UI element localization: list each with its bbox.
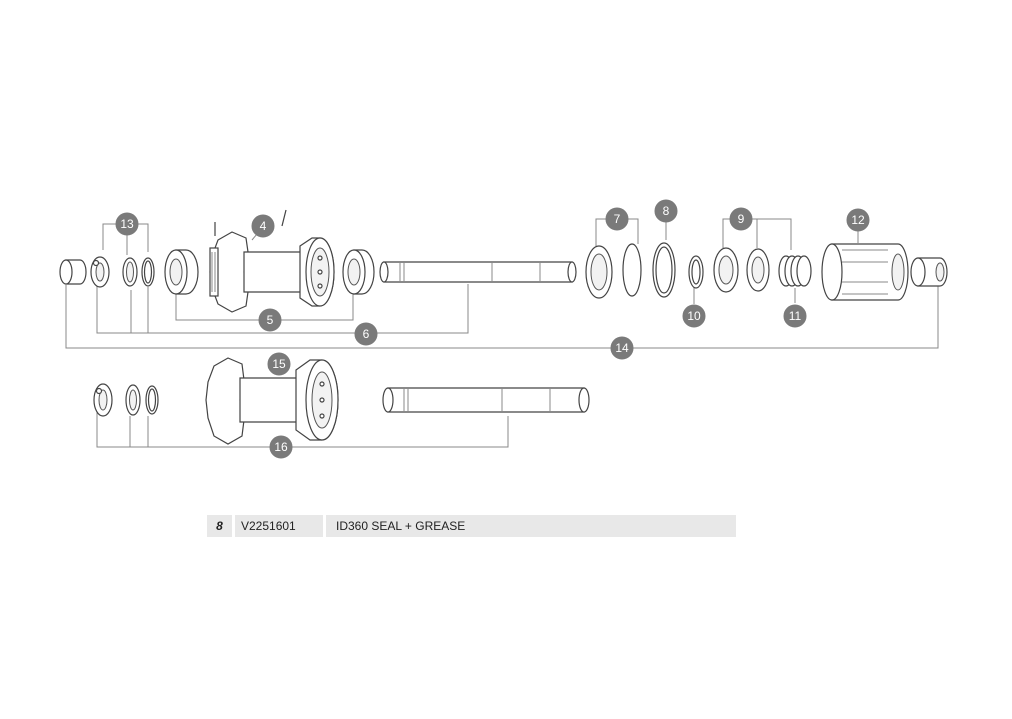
callout-10-label: 10 xyxy=(687,309,701,323)
part-code: V2251601 xyxy=(235,515,323,537)
lock-ring-lower xyxy=(125,384,141,416)
callout-7-label: 7 xyxy=(614,212,621,226)
spacer-10 xyxy=(688,255,704,289)
callout-13-label: 13 xyxy=(120,217,134,231)
lock-ring-left xyxy=(122,257,138,287)
callout-4: 4 xyxy=(251,214,275,238)
callout-13: 13 xyxy=(115,212,139,236)
callout-12-label: 12 xyxy=(851,213,865,227)
axle xyxy=(379,261,577,283)
hub-body xyxy=(209,209,335,313)
callout-15-label: 15 xyxy=(272,357,286,371)
axle-lower xyxy=(382,387,590,413)
callout-4-label: 4 xyxy=(260,219,267,233)
part-description: ID360 SEAL + GREASE xyxy=(326,515,736,537)
bearing-right xyxy=(342,249,375,295)
callout-10: 10 xyxy=(682,304,706,328)
callout-6: 6 xyxy=(354,322,378,346)
spacer-ring-lower xyxy=(145,385,159,415)
callout-7: 7 xyxy=(605,207,629,231)
leader-lines xyxy=(65,218,939,448)
springs-11 xyxy=(778,255,812,287)
end-cap-right xyxy=(910,257,948,287)
callout-5: 5 xyxy=(258,308,282,332)
callout-12: 12 xyxy=(846,208,870,232)
callout-16: 16 xyxy=(269,435,293,459)
hub-body-lower xyxy=(205,357,339,445)
star-ratchets-9 xyxy=(713,247,770,293)
callout-5-label: 5 xyxy=(267,313,274,327)
callout-14-label: 14 xyxy=(615,341,629,355)
freehub-body-12 xyxy=(821,243,909,301)
spacer-ring-left xyxy=(141,257,155,287)
callout-14: 14 xyxy=(610,336,634,360)
bearing-left xyxy=(164,249,199,295)
part-item-number: 8 xyxy=(207,515,232,537)
callout-16-label: 16 xyxy=(274,440,288,454)
parts-table-row: 8 V2251601 ID360 SEAL + GREASE xyxy=(207,515,736,537)
callout-9-label: 9 xyxy=(738,212,745,226)
callout-11-label: 11 xyxy=(789,309,802,323)
callout-15: 15 xyxy=(267,352,291,376)
seal-8 xyxy=(652,242,676,298)
ratchet-ring-7 xyxy=(585,243,642,299)
circlip-lower xyxy=(93,383,113,417)
callout-9: 9 xyxy=(729,207,753,231)
end-cap-left xyxy=(59,259,87,285)
callout-6-label: 6 xyxy=(363,327,370,341)
circlip-left xyxy=(90,256,110,288)
callout-8-label: 8 xyxy=(663,204,670,218)
callout-11: 11 xyxy=(783,304,807,328)
callout-8: 8 xyxy=(654,199,678,223)
